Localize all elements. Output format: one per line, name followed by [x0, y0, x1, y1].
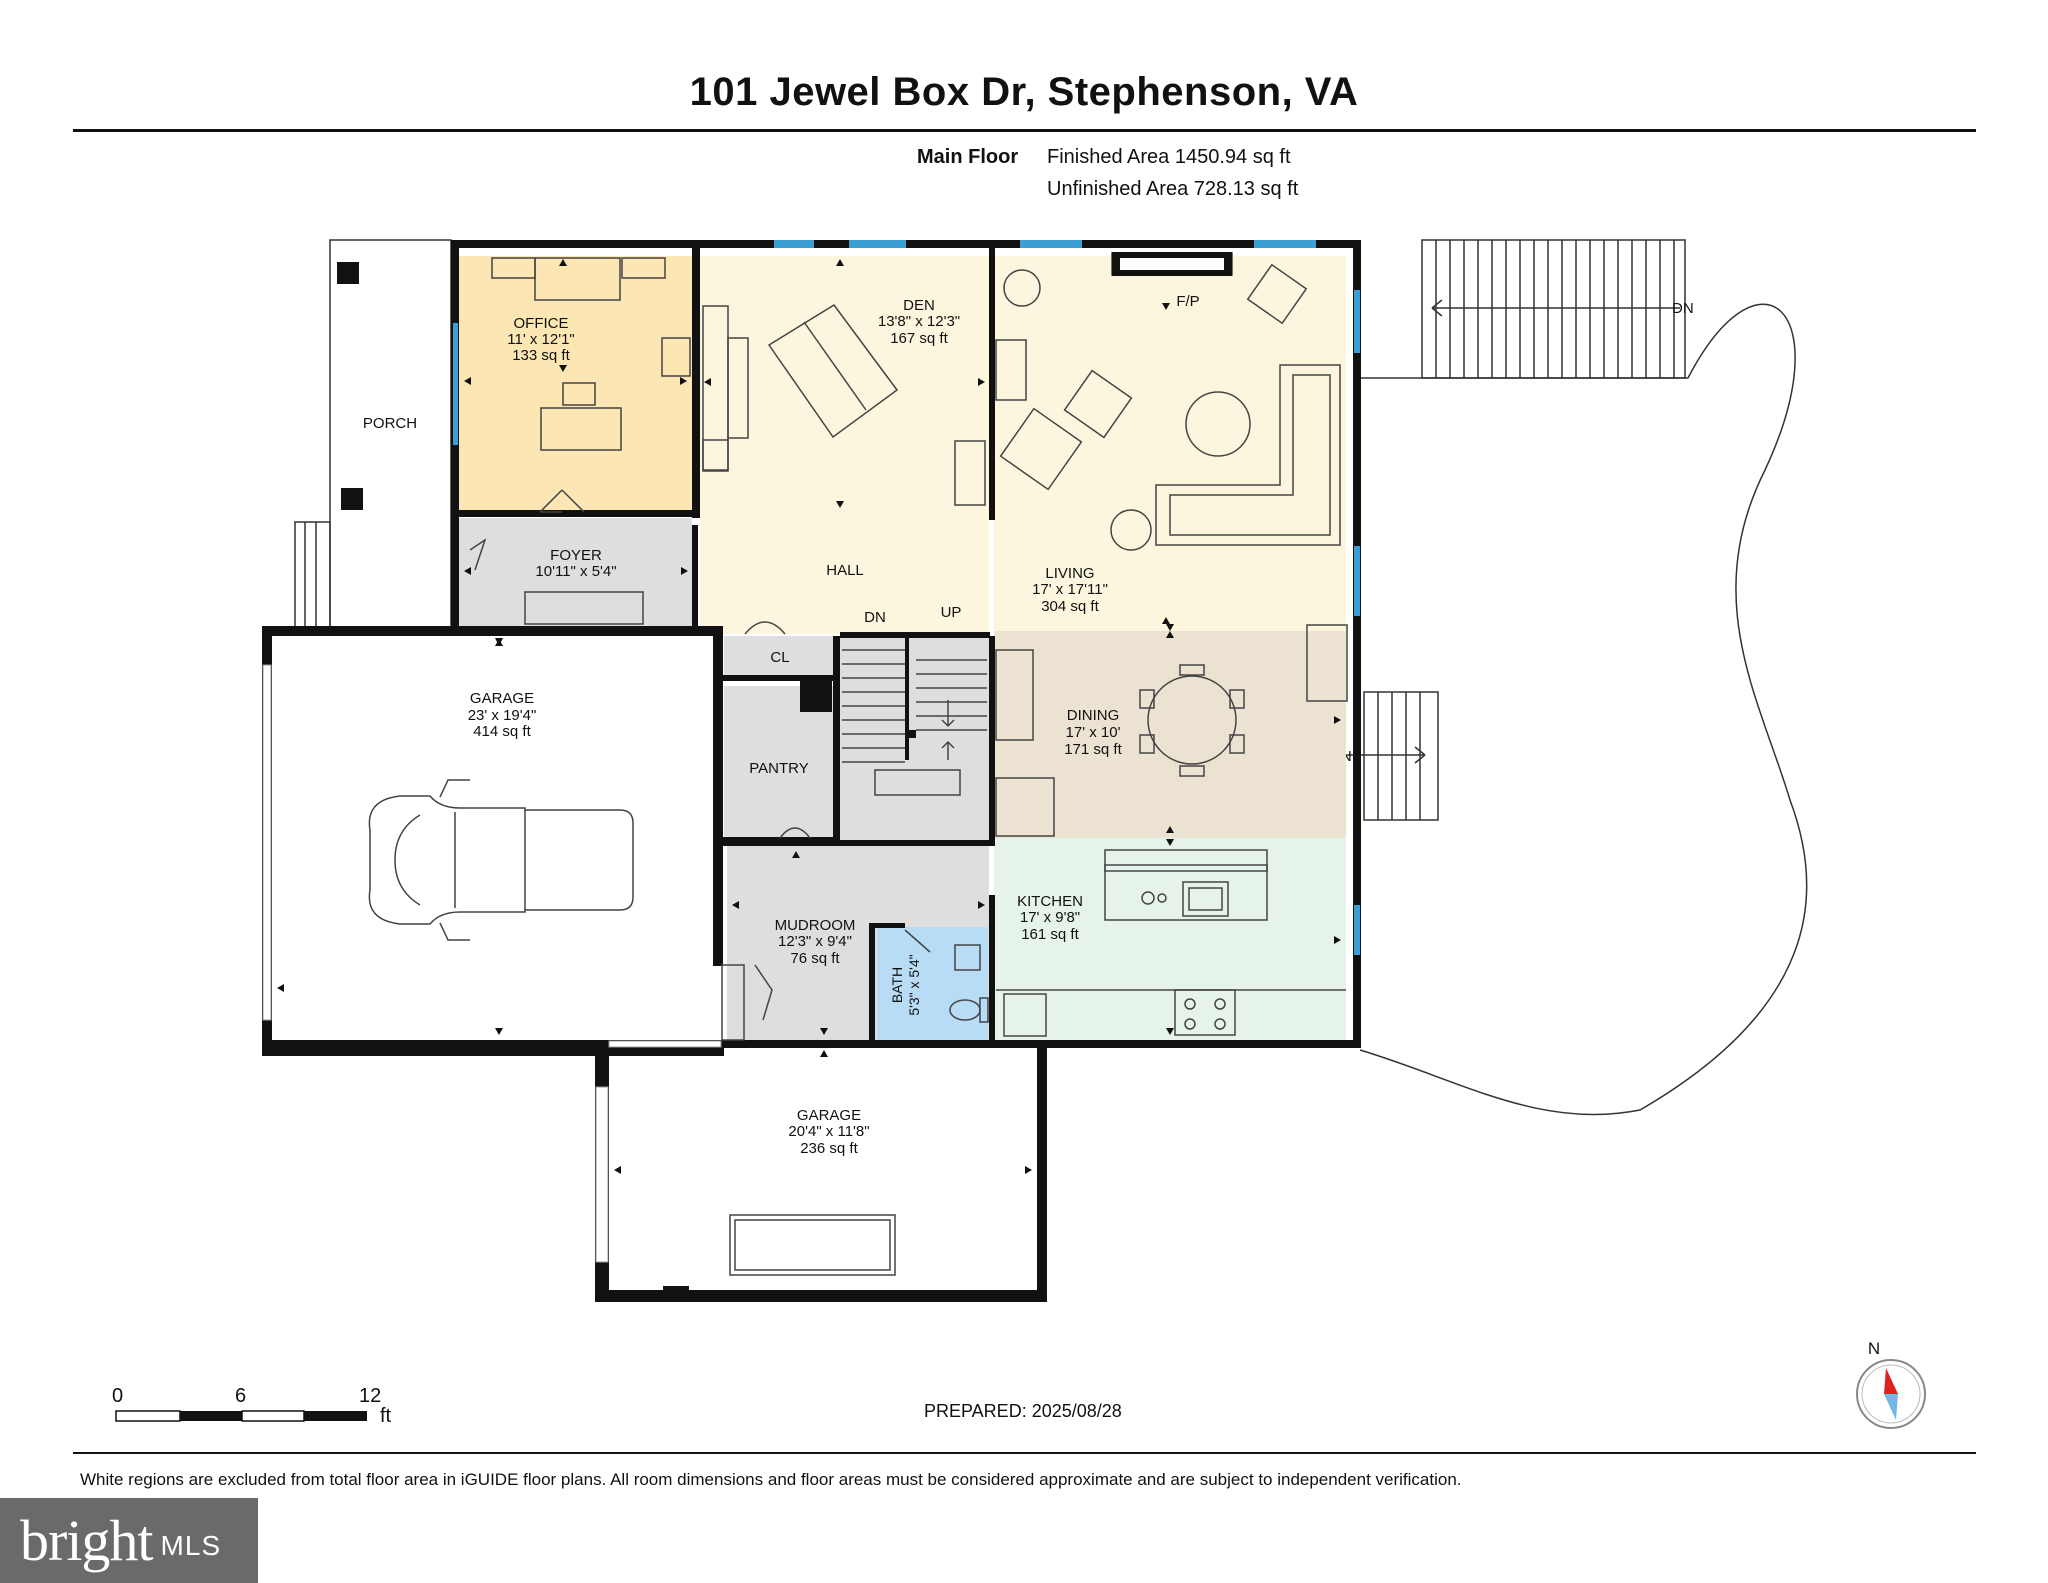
living-fill — [994, 256, 1346, 631]
mudroom-name: MUDROOM — [775, 917, 856, 934]
foyer-name: FOYER — [550, 547, 602, 564]
garage-main-dims: 23' x 19'4" — [468, 707, 537, 724]
fireplace-label: F/P — [1176, 293, 1199, 310]
bath-fill — [877, 927, 988, 1040]
bright-mls-logo: bright MLS — [0, 1498, 258, 1583]
dn-label-upper: DN — [1672, 300, 1694, 317]
prepared-date: PREPARED: 2025/08/28 — [924, 1401, 1122, 1421]
patio-outline — [1358, 303, 1808, 1116]
porch-label: PORCH — [363, 415, 417, 432]
garage-main-area: 414 sq ft — [473, 723, 531, 740]
bath-dims: 5'3" x 5'4" — [906, 954, 922, 1015]
dining-area: 171 sq ft — [1064, 741, 1122, 758]
north-compass-icon: N — [1856, 1339, 1926, 1429]
footer-rule — [73, 1452, 1976, 1454]
finished-area: Finished Area 1450.94 sq ft — [1047, 146, 1291, 168]
room-fills — [459, 256, 1346, 1040]
garage-lower-area: 236 sq ft — [800, 1140, 858, 1157]
kitchen-dims: 17' x 9'8" — [1020, 909, 1080, 926]
floor-label: Main Floor — [917, 146, 1019, 168]
logo-word: bright — [20, 1508, 154, 1573]
header-rule — [73, 129, 1976, 132]
living-dims: 17' x 17'11" — [1032, 581, 1108, 598]
kitchen-area: 161 sq ft — [1021, 926, 1079, 943]
garage-lower-name: GARAGE — [797, 1107, 861, 1124]
office-dims: 11' x 12'1" — [507, 331, 575, 348]
porch-post — [337, 262, 359, 284]
porch-steps — [294, 521, 331, 629]
den-area: 167 sq ft — [890, 330, 948, 347]
furniture — [368, 252, 1348, 1276]
mudroom-dims: 12'3" x 9'4" — [778, 933, 852, 950]
office-area: 133 sq ft — [512, 347, 570, 364]
kitchen-name: KITCHEN — [1017, 893, 1083, 910]
dining-name: DINING — [1067, 707, 1120, 724]
upper-deck-stair — [1421, 239, 1686, 379]
office-fill — [459, 256, 692, 514]
foyer-fill — [459, 518, 692, 626]
mudroom-area: 76 sq ft — [790, 950, 840, 967]
den-name: DEN — [903, 297, 935, 314]
scale-label-12: 12 — [359, 1385, 381, 1407]
stair-up-label: UP — [941, 604, 962, 621]
scale-bar: 0 6 12 ft — [112, 1385, 392, 1427]
dining-fill — [994, 631, 1346, 838]
hall-label: HALL — [826, 562, 864, 579]
porch-post — [341, 488, 363, 510]
scale-label-6: 6 — [235, 1385, 246, 1407]
logo-suffix: MLS — [160, 1529, 222, 1561]
living-area: 304 sq ft — [1041, 598, 1099, 615]
porch-outline — [329, 239, 452, 629]
office-name: OFFICE — [514, 315, 569, 332]
measure-arrows — [277, 259, 1341, 1174]
dining-dims: 17' x 10' — [1066, 724, 1121, 741]
unfinished-area: Unfinished Area 728.13 sq ft — [1047, 178, 1299, 200]
windows — [453, 240, 1360, 955]
closet-label: CL — [770, 649, 789, 666]
compass-label: N — [1868, 1339, 1880, 1358]
living-name: LIVING — [1045, 565, 1094, 582]
garage-main-name: GARAGE — [470, 690, 534, 707]
scale-label-0: 0 — [112, 1385, 123, 1407]
doors — [469, 489, 931, 1021]
garage-lower-dims: 20'4" x 11'8" — [788, 1123, 869, 1140]
pantry-label: PANTRY — [749, 760, 808, 777]
den-dims: 13'8" x 12'3" — [878, 313, 960, 330]
page-title: 101 Jewel Box Dr, Stephenson, VA — [689, 70, 1359, 114]
bath-name: BATH — [889, 967, 905, 1003]
cl-fill — [724, 636, 833, 677]
foyer-dims: 10'11" x 5'4" — [535, 563, 616, 580]
scale-unit: ft — [380, 1405, 392, 1427]
disclaimer: White regions are excluded from total fl… — [80, 1470, 1462, 1489]
stair-dn-label: DN — [864, 609, 886, 626]
